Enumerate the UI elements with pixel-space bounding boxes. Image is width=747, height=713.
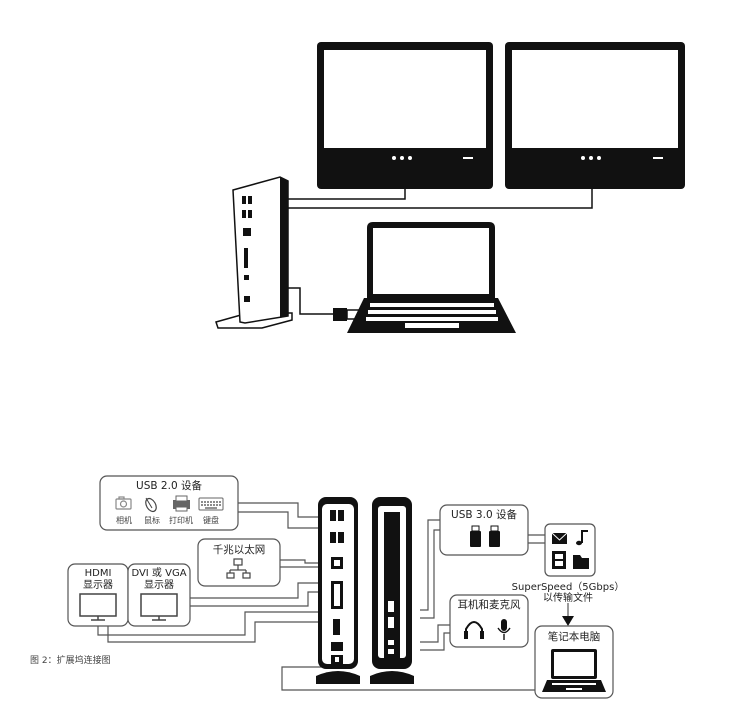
printer-icon <box>173 495 190 512</box>
dvi-label-line1: DVI 或 VGA <box>131 567 186 579</box>
laptop-top-icon <box>347 222 516 333</box>
usb3-title: USB 3.0 设备 <box>451 508 517 521</box>
usb-stick-icon <box>470 525 481 547</box>
usb2-device-mouse: 鼠标 <box>144 515 160 525</box>
laptop-box: 笔记本电脑 <box>534 625 614 699</box>
usb3-devices-box: USB 3.0 设备 <box>439 504 529 556</box>
hdmi-label-line2: 显示器 <box>83 579 113 591</box>
figure-caption: 图 2：扩展坞连接图 <box>30 654 111 666</box>
monitor-icon <box>140 593 178 621</box>
usb-stick-icon <box>489 525 500 547</box>
usb2-device-camera: 相机 <box>116 515 132 525</box>
monitor-cables <box>288 189 593 315</box>
dvi-vga-monitor-box: DVI 或 VGA 显示器 <box>127 563 191 627</box>
microphone-icon <box>497 619 511 640</box>
dock-back-panel <box>316 497 360 684</box>
hdmi-monitor-box: HDMI 显示器 <box>67 563 129 627</box>
usb2-devices-box: USB 2.0 设备 <box>99 475 239 531</box>
file-types-box <box>544 523 596 577</box>
camera-icon <box>115 496 132 510</box>
ethernet-title: 千兆以太网 <box>213 543 266 556</box>
keyboard-icon <box>198 497 224 511</box>
usb2-device-keyboard: 键盘 <box>203 515 219 525</box>
monitor-icon <box>79 593 117 621</box>
audio-box: 耳机和麦克风 <box>449 594 529 648</box>
folder-icon <box>573 555 589 569</box>
dvi-label-line2: 显示器 <box>144 579 174 591</box>
down-arrow-icon <box>562 616 574 626</box>
dock-front-panel <box>370 497 414 684</box>
usb2-title: USB 2.0 设备 <box>136 479 202 492</box>
usb2-device-printer: 打印机 <box>169 515 193 525</box>
usb3-speed-line1: SuperSpeed（5Gbps） <box>512 581 625 593</box>
headphones-icon <box>464 621 484 639</box>
top-illustration <box>215 42 685 333</box>
ethernet-box: 千兆以太网 <box>197 538 281 587</box>
mail-icon <box>551 532 568 544</box>
mouse-icon <box>145 497 157 513</box>
laptop-icon <box>542 649 606 692</box>
music-icon <box>576 530 588 546</box>
monitor-right-icon <box>505 42 685 189</box>
monitor-left-icon <box>317 42 493 189</box>
bottom-diagram: USB 2.0 设备 <box>30 475 625 699</box>
laptop-label: 笔记本电脑 <box>548 630 601 643</box>
hdmi-label-line1: HDMI <box>85 568 112 579</box>
film-icon <box>552 551 566 569</box>
audio-title: 耳机和麦克风 <box>458 598 521 611</box>
network-icon <box>226 558 251 579</box>
docking-station-icon <box>215 176 293 329</box>
usb3-speed-line2: 以传输文件 <box>543 591 593 604</box>
